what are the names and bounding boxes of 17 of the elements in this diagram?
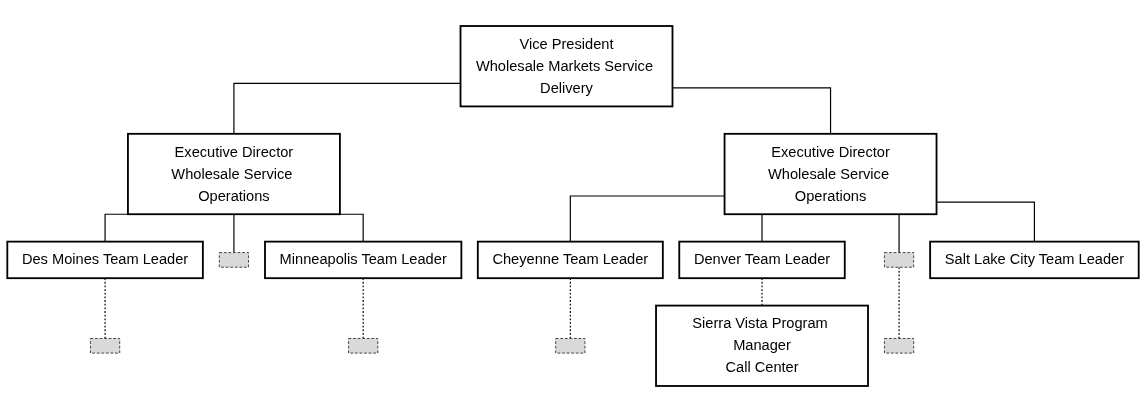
node-box: Minneapolis Team Leader <box>264 240 463 280</box>
node-box <box>90 338 121 354</box>
node-box: Denver Team Leader <box>678 240 846 280</box>
node-box <box>884 252 915 268</box>
node-box: Des Moines Team Leader <box>6 240 204 280</box>
node-box <box>555 338 586 354</box>
node-box <box>884 338 915 354</box>
node-box <box>348 338 379 354</box>
connector <box>233 213 235 254</box>
node-box: Cheyenne Team Leader <box>476 240 664 280</box>
node-box <box>218 252 249 268</box>
connector <box>898 266 900 340</box>
node-box: Salt Lake City Team Leader <box>929 240 1140 280</box>
node-box: Executive Director Wholesale Service Operations <box>723 132 938 216</box>
node-box: Vice President Wholesale Markets Service Delivery <box>459 25 674 108</box>
node-box: Executive Director Wholesale Service Operations <box>127 132 341 216</box>
node-box: Sierra Vista Program Manager Call Center <box>655 304 869 387</box>
